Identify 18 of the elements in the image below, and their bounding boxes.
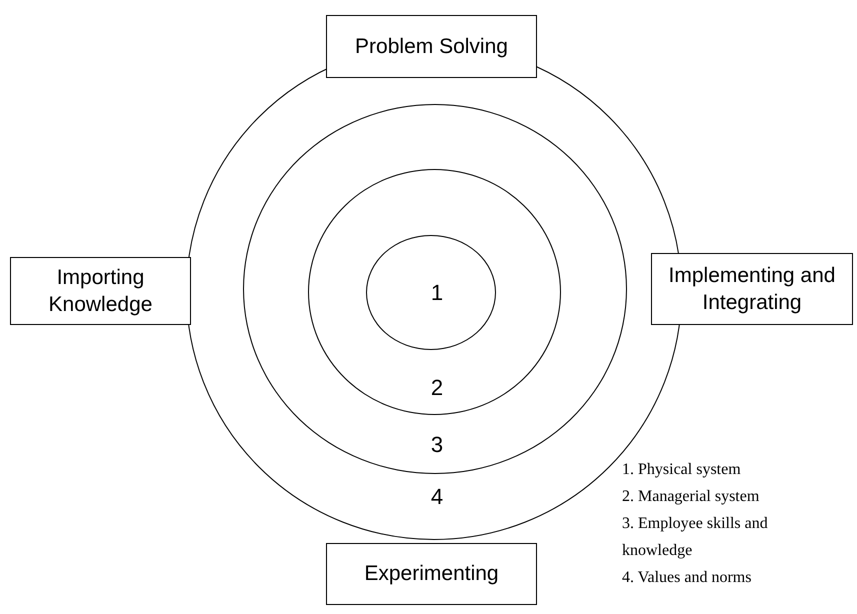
process-box [326, 15, 537, 78]
ring-number: 4 [430, 486, 444, 508]
process-box [10, 257, 191, 325]
legend-note: 4. Values and norms [622, 568, 752, 588]
box-label: Importing Knowledge [48, 264, 154, 318]
concentric-ring [308, 169, 561, 415]
process-box [326, 543, 537, 605]
legend-note: 2. Managerial system [622, 487, 760, 507]
concentric-ring [366, 235, 496, 350]
ring-number: 1 [430, 282, 444, 304]
box-label: Implementing and Integrating [668, 262, 836, 316]
process-box [651, 253, 853, 325]
legend-note: 3. Employee skills and knowledge [622, 514, 769, 561]
ring-number: 3 [430, 434, 444, 456]
ring-number: 2 [430, 377, 444, 399]
legend-note: 1. Physical system [622, 460, 742, 480]
box-label: Problem Solving [355, 34, 508, 60]
box-label: Experimenting [364, 561, 499, 588]
